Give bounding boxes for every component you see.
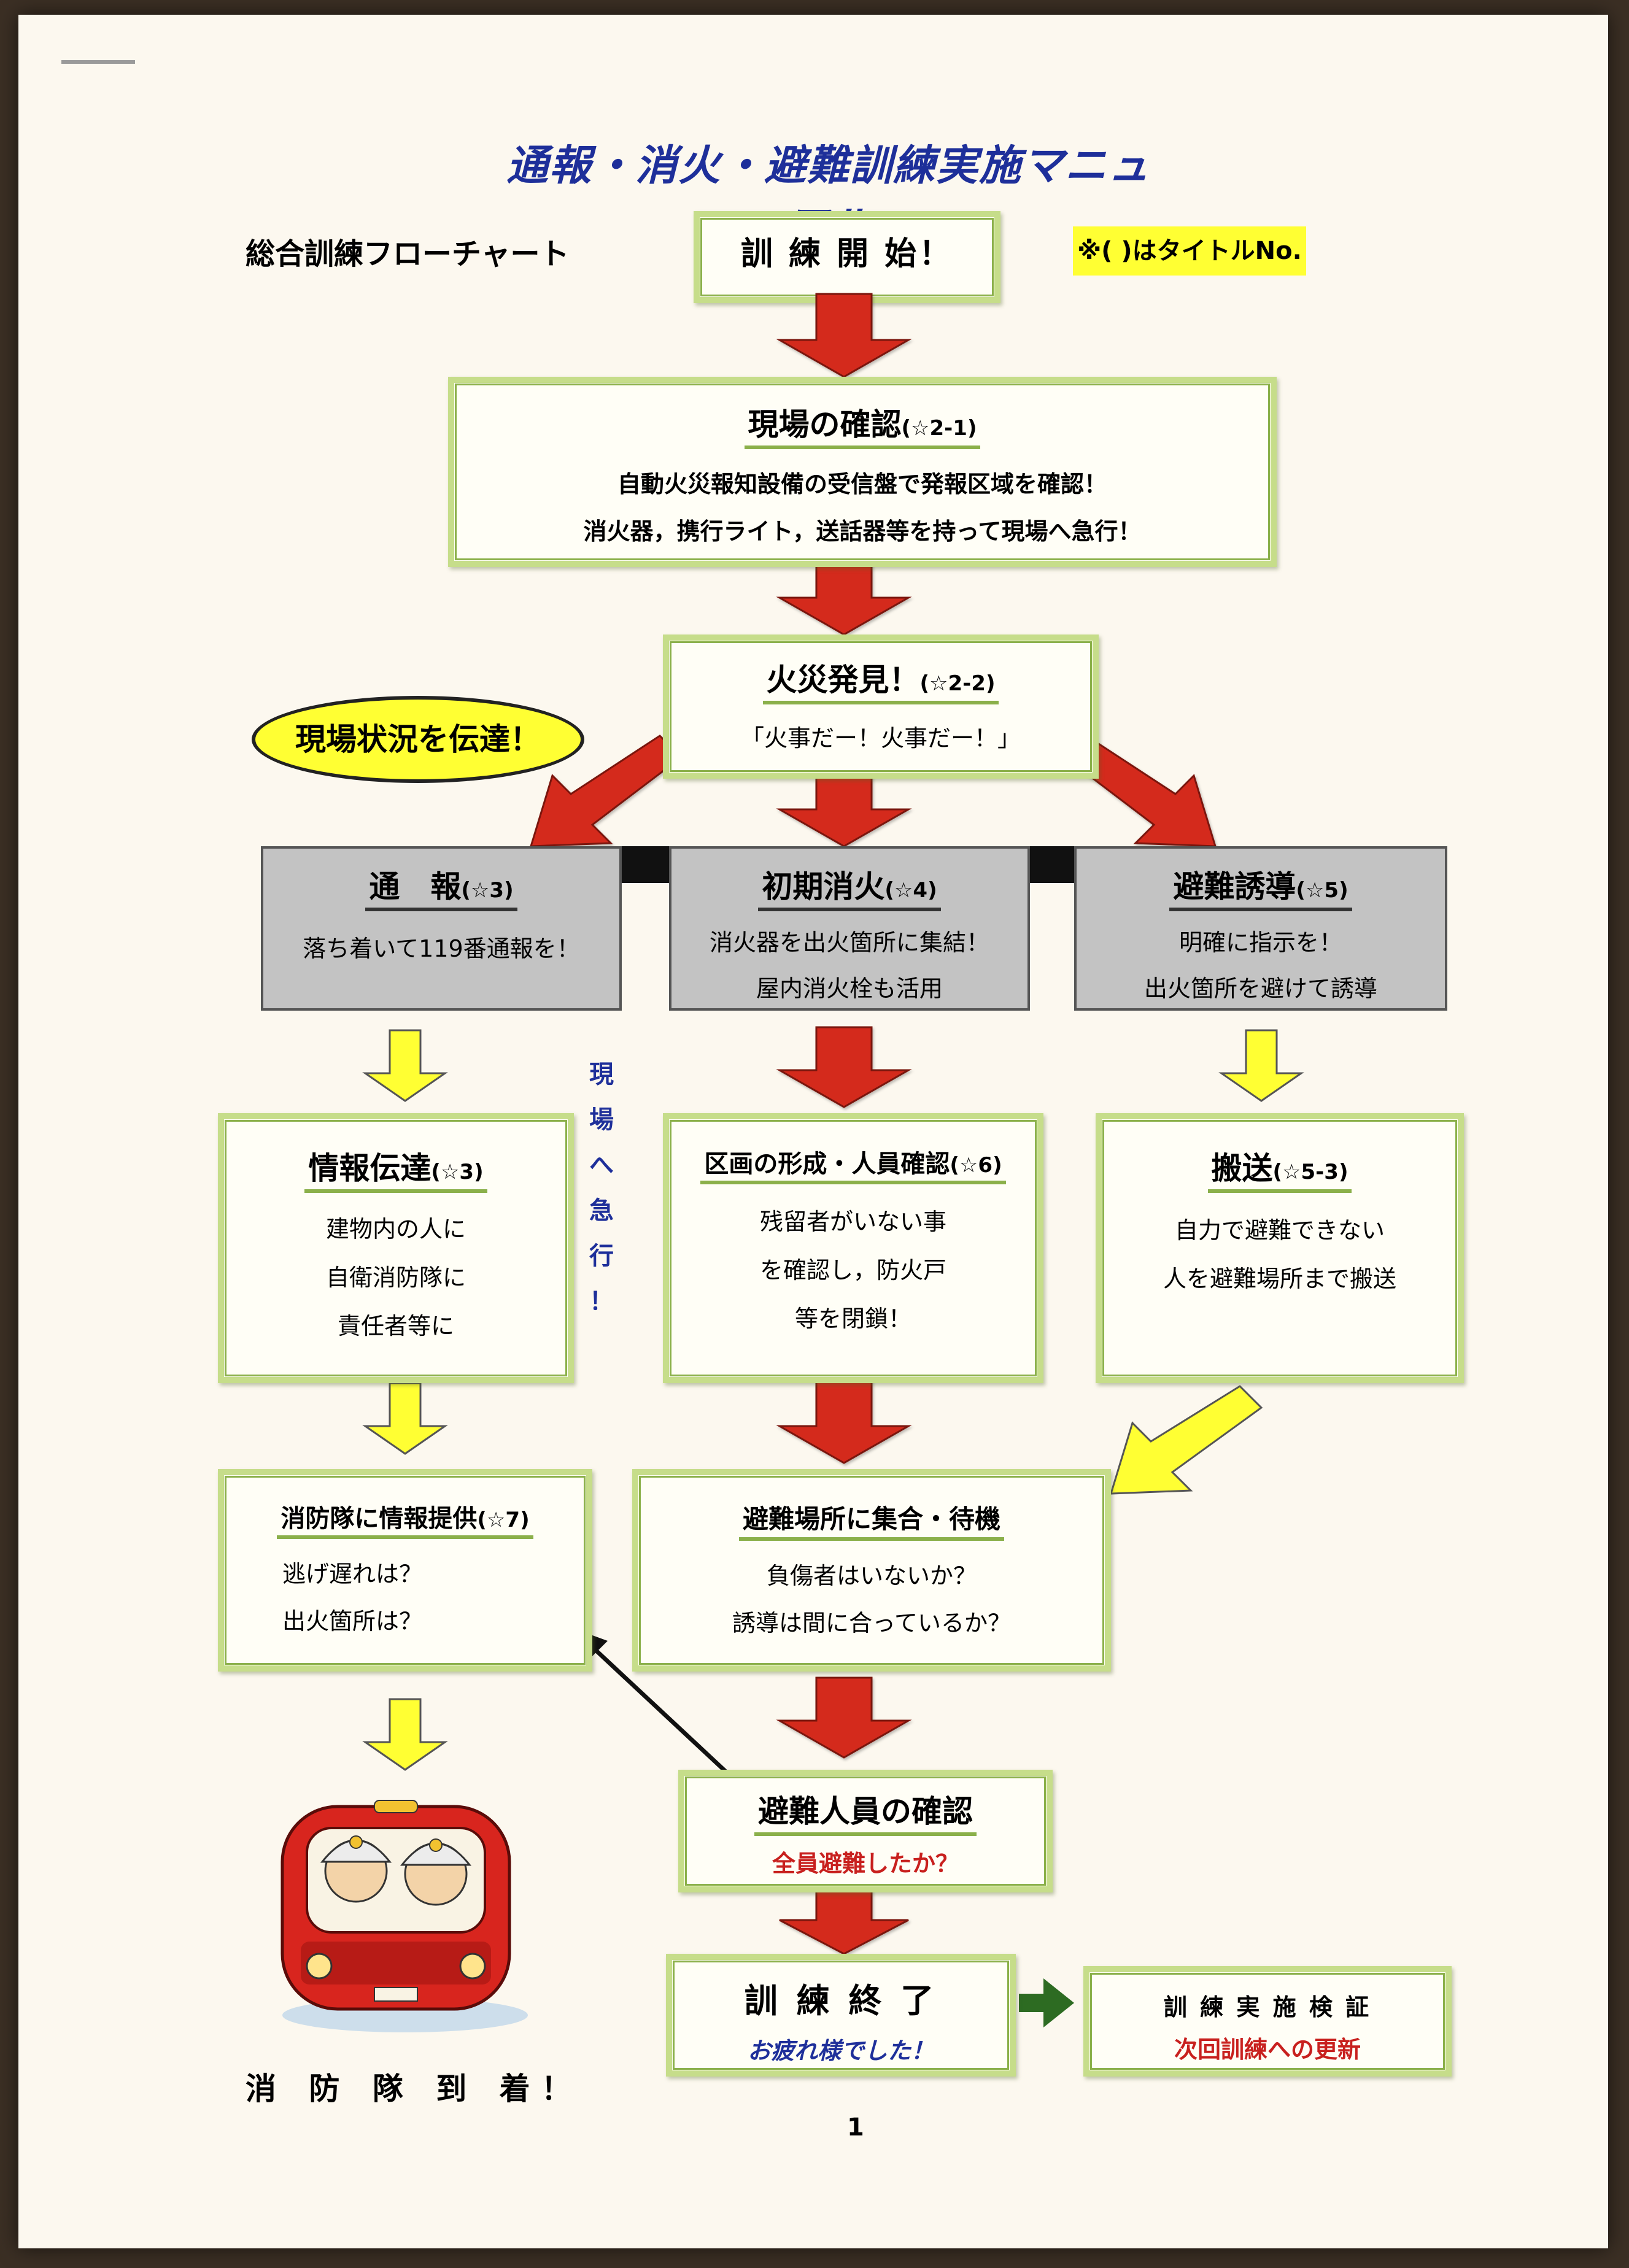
report-title: 通 報(☆3)	[365, 862, 517, 911]
brigade-info-box: 消防隊に情報提供(☆7) 逃げ遅れは？ 出火箇所は？	[218, 1469, 592, 1672]
flow-arrows	[362, 293, 1304, 2027]
assembly-line-2: 誘導は間に合っているか？	[732, 1610, 1012, 1637]
assembly-box: 避難場所に集合・待機 負傷者はいないか？ 誘導は間に合っているか？	[632, 1469, 1111, 1672]
zone-title: 区画の形成・人員確認(☆6)	[700, 1144, 1006, 1184]
black-arrow-line	[590, 1645, 732, 1778]
evacuation-box: 避難誘導(☆5) 明確に指示を！ 出火箇所を避けて誘導	[1074, 846, 1447, 1011]
flowchart-subtitle: 総合訓練フローチャート	[246, 237, 570, 271]
confirm-title: 現場の確認(☆2-1)	[744, 400, 981, 449]
transport-line-1: 自力で避難できない	[1174, 1217, 1385, 1244]
zone-box: 区画の形成・人員確認(☆6) 残留者がいない事 を確認し，防火戸 等を閉鎖！	[663, 1113, 1043, 1383]
yellow-arrow-evac-transport	[1218, 1029, 1304, 1102]
rush-to-scene-vertical-text: 現 場 へ 急 行 ！	[589, 1060, 614, 1316]
brigade-info-line-2: 出火箇所は？	[282, 1608, 423, 1635]
extinguish-title: 初期消火(☆4)	[758, 862, 941, 911]
yellow-arrow-info-brigade	[362, 1382, 448, 1455]
arrow-down-5	[776, 1376, 912, 1464]
arrow-down-1	[776, 293, 912, 378]
title-number-note: ※( )はタイトルNo.	[1073, 226, 1306, 276]
info-line-3: 責任者等に	[337, 1313, 454, 1340]
yellow-arrow-transport-assembly	[1109, 1385, 1263, 1495]
confirm-line-2: 消火器，携行ライト，送話器等を持って現場へ急行！	[583, 518, 1142, 545]
yellow-arrow-report-info	[362, 1029, 448, 1102]
info-box: 情報伝達(☆3) 建物内の人に 自衛消防隊に 責任者等に	[218, 1113, 574, 1383]
green-arrow	[1019, 1978, 1074, 2027]
evacuation-line-2: 出火箇所を避けて誘導	[1143, 975, 1377, 1002]
headcount-box: 避難人員の確認 全員避難したか？	[678, 1770, 1053, 1892]
confirm-box: 現場の確認(☆2-1) 自動火災報知設備の受信盤で発報区域を確認！ 消火器，携行…	[448, 377, 1277, 567]
headcount-line: 全員避難したか？	[772, 1850, 959, 1877]
evacuation-line-1: 明確に指示を！	[1178, 929, 1342, 956]
transport-line-2: 人を避難場所まで搬送	[1163, 1265, 1396, 1292]
page-number: 1	[847, 2113, 864, 2142]
end-title: 訓 練 終 了	[744, 1981, 938, 2020]
yellow-arrow-brigade-arrival	[362, 1698, 448, 1771]
report-box: 通 報(☆3) 落ち着いて119番通報を！	[261, 846, 622, 1011]
start-label: 訓 練 開 始！	[740, 236, 954, 272]
scan-mark	[61, 60, 135, 64]
brigade-info-title: 消防隊に情報提供(☆7)	[277, 1498, 533, 1539]
end-line: お疲れ様でした！	[747, 2037, 934, 2064]
review-title: 訓 練 実 施 検 証	[1163, 1994, 1372, 2021]
info-line-2: 自衛消防隊に	[325, 1264, 466, 1291]
headcount-title: 避難人員の確認	[754, 1787, 977, 1836]
report-line: 落ち着いて119番通報を！	[303, 935, 580, 962]
discovery-line: 「火事だー！火事だー！」	[740, 725, 1021, 752]
assembly-line-1: 負傷者はいないか？	[766, 1562, 977, 1589]
extinguish-line-1: 消火器を出火箇所に集結！	[709, 929, 989, 956]
assembly-title: 避難場所に集合・待機	[738, 1498, 1004, 1541]
info-line-1: 建物内の人に	[325, 1216, 466, 1243]
zone-line-3: 等を閉鎖！	[794, 1305, 911, 1332]
evacuation-title: 避難誘導(☆5)	[1169, 862, 1352, 911]
transport-title: 搬送(☆5-3)	[1207, 1144, 1352, 1193]
arrow-down-6	[776, 1676, 912, 1759]
review-box: 訓 練 実 施 検 証 次回訓練への更新	[1083, 1966, 1452, 2077]
end-box: 訓 練 終 了 お疲れ様でした！	[666, 1954, 1016, 2077]
confirm-line-1: 自動火災報知設備の受信盤で発報区域を確認！	[617, 471, 1107, 498]
zone-line-2: を確認し，防火戸	[759, 1257, 946, 1284]
info-title: 情報伝達(☆3)	[304, 1144, 487, 1193]
extinguish-line-2: 屋内消火栓も活用	[756, 975, 943, 1002]
discovery-title: 火災発見！(☆2-2)	[762, 655, 999, 704]
review-line: 次回訓練への更新	[1174, 2036, 1361, 2063]
zone-line-1: 残留者がいない事	[759, 1208, 946, 1235]
transport-box: 搬送(☆5-3) 自力で避難できない 人を避難場所まで搬送	[1096, 1113, 1464, 1383]
report-situation-text: 現場状況を伝達！	[295, 722, 541, 757]
discovery-box: 火災発見！(☆2-2) 「火事だー！火事だー！」	[663, 634, 1099, 779]
arrow-diag-right	[1063, 735, 1217, 847]
brigade-arrival-text: 消 防 隊 到 着！	[246, 2071, 583, 2107]
document-page: 通報・消火・避難訓練実施マニュアル 総合訓練フローチャート 訓 練 開 始！ ※…	[18, 15, 1608, 2248]
extinguish-box: 初期消火(☆4) 消火器を出火箇所に集結！ 屋内消火栓も活用	[669, 846, 1030, 1011]
brigade-info-line-1: 逃げ遅れは？	[282, 1560, 423, 1587]
report-situation-bubble: 現場状況を伝達！	[252, 696, 584, 783]
arrow-down-4	[776, 1026, 912, 1108]
fire-truck-illustration	[281, 1800, 528, 2032]
